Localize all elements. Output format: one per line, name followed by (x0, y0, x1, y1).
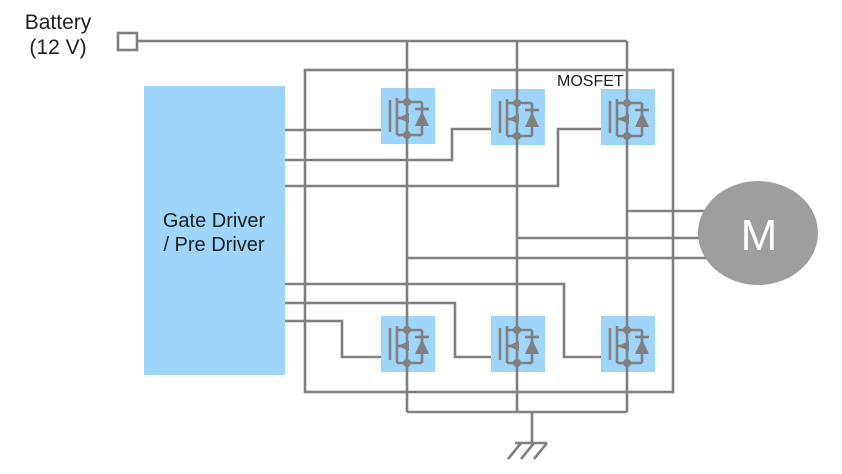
gate-driver-block (144, 86, 285, 375)
battery-terminal-icon (116, 31, 139, 52)
motor-circle (698, 181, 818, 285)
gate-wire-low-b (285, 301, 500, 359)
chassis-ground-icon (506, 441, 549, 460)
gate-wire-high-b (285, 127, 500, 162)
mosfet-low-side-b (489, 314, 547, 374)
inverter-outline (303, 68, 675, 394)
mosfet-low-side-a (379, 314, 437, 374)
mosfet-high-side-b (489, 87, 547, 147)
mosfet-high-side-a (379, 86, 437, 146)
mosfet-low-side-c (599, 314, 657, 374)
gate-wire-low-a (285, 319, 390, 359)
battery-label-line1: Battery (25, 11, 92, 34)
mosfet-label: MOSFET (557, 73, 624, 90)
battery-label-line2: (12 V) (29, 36, 86, 59)
gate-driver-label-line2: / Pre Driver (163, 234, 264, 256)
gate-wire-high-c (285, 127, 610, 188)
mosfet-high-side-c (599, 87, 657, 147)
motor-label: M (741, 211, 778, 260)
gate-driver-label-line1: Gate Driver (163, 210, 266, 232)
gate-wire-low-c (285, 282, 610, 359)
